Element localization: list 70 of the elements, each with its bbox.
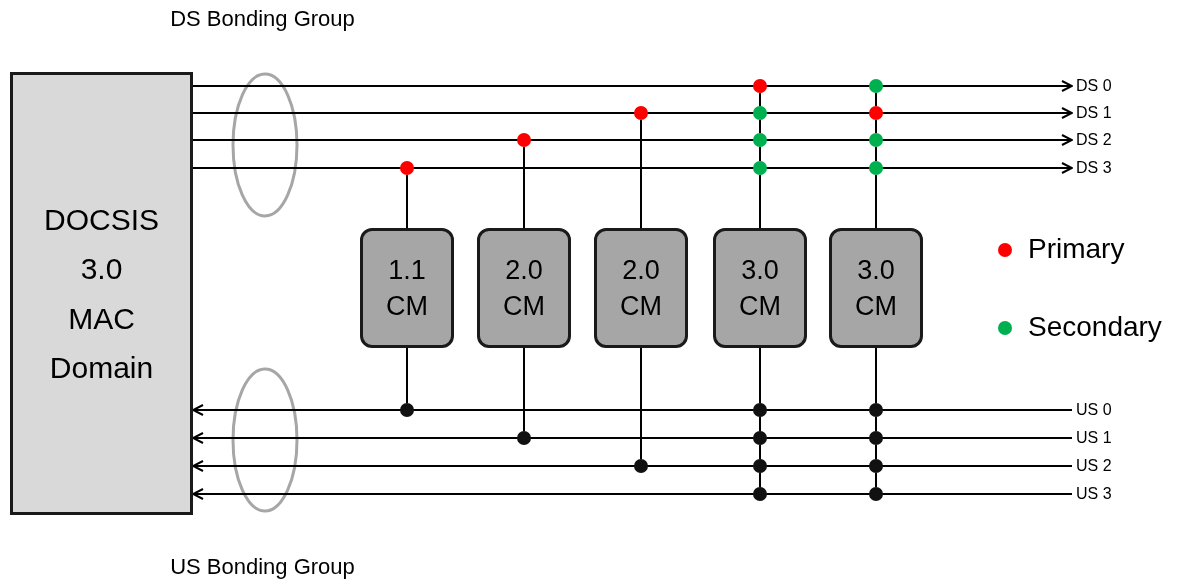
connector-line xyxy=(523,347,525,432)
connection-dot xyxy=(400,161,414,175)
connection-dot xyxy=(753,487,767,501)
modem-box: 1.1 CM xyxy=(360,228,454,348)
connector-line xyxy=(759,347,761,404)
connection-dot xyxy=(869,431,883,445)
connector-line xyxy=(759,146,761,162)
channel-label: DS 1 xyxy=(1072,103,1124,123)
connection-dot xyxy=(869,79,883,93)
connection-dot xyxy=(869,459,883,473)
connector-line xyxy=(406,347,408,404)
mac-domain-box: DOCSIS 3.0 MAC Domain xyxy=(10,72,193,515)
modem-box: 2.0 CM xyxy=(477,228,571,348)
modem-box: 2.0 CM xyxy=(594,228,688,348)
arrow xyxy=(192,488,1073,500)
arrow xyxy=(192,404,1073,416)
connection-dot xyxy=(869,487,883,501)
connector-line xyxy=(640,347,642,460)
connection-dot xyxy=(634,459,648,473)
connector-line xyxy=(875,146,877,162)
connection-dot xyxy=(869,161,883,175)
connector-line xyxy=(875,472,877,488)
connector-line xyxy=(875,92,877,107)
connector-line xyxy=(875,444,877,460)
connection-dot xyxy=(753,161,767,175)
connector-line xyxy=(759,119,761,134)
connector-line xyxy=(875,174,877,229)
connector-line xyxy=(640,119,642,229)
connection-dot xyxy=(400,403,414,417)
modem-box: 3.0 CM xyxy=(713,228,807,348)
connection-dot xyxy=(869,133,883,147)
connection-dot xyxy=(634,106,648,120)
connection-dot xyxy=(753,431,767,445)
channel-label: US 0 xyxy=(1072,400,1124,420)
legend-label: Primary xyxy=(1028,233,1125,265)
arrow xyxy=(192,432,1073,444)
connection-dot xyxy=(753,403,767,417)
arrow xyxy=(192,107,1073,119)
connector-line xyxy=(875,416,877,432)
arrow xyxy=(192,460,1073,472)
connection-dot xyxy=(753,133,767,147)
channel-label: DS 0 xyxy=(1072,76,1124,96)
channel-label: DS 2 xyxy=(1072,130,1124,150)
connector-line xyxy=(759,444,761,460)
connector-line xyxy=(759,416,761,432)
connection-dot xyxy=(753,79,767,93)
connector-line xyxy=(523,146,525,229)
connector-line xyxy=(759,92,761,107)
modem-box: 3.0 CM xyxy=(829,228,923,348)
connector-line xyxy=(759,472,761,488)
connector-line xyxy=(875,119,877,134)
channel-label: US 3 xyxy=(1072,484,1124,504)
connector-line xyxy=(406,174,408,229)
connector-line xyxy=(875,347,877,404)
legend-label: Secondary xyxy=(1028,311,1162,343)
arrow xyxy=(192,134,1073,146)
arrow xyxy=(192,80,1073,92)
connection-dot xyxy=(753,459,767,473)
connector-line xyxy=(759,174,761,229)
channel-label: DS 3 xyxy=(1072,158,1124,178)
group-title: US Bonding Group xyxy=(169,554,356,580)
connection-dot xyxy=(869,106,883,120)
connection-dot xyxy=(517,133,531,147)
channel-label: US 2 xyxy=(1072,456,1124,476)
connection-dot xyxy=(753,106,767,120)
group-title: DS Bonding Group xyxy=(169,6,356,32)
arrow xyxy=(192,162,1073,174)
connection-dot xyxy=(869,403,883,417)
channel-label: US 1 xyxy=(1072,428,1124,448)
connection-dot xyxy=(517,431,531,445)
